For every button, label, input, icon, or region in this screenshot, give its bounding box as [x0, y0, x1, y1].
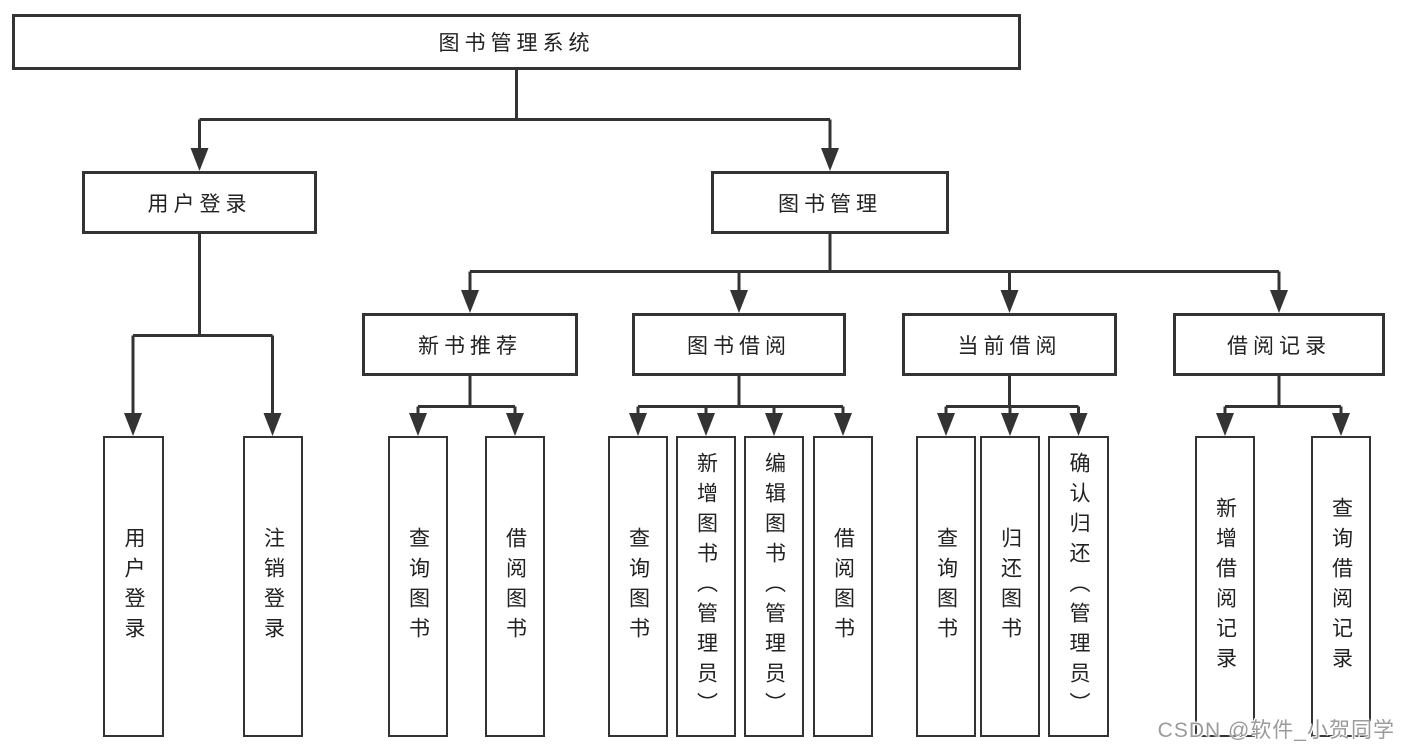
- connector-borrow-records-children: [1223, 376, 1343, 414]
- node-book-borrow: 图书借阅: [632, 313, 846, 376]
- leaf-nbr-query-books: 查询图书: [388, 436, 448, 737]
- arrowhead-icon: [409, 413, 427, 436]
- node-label: 编辑图书（管理员）: [762, 451, 786, 722]
- arrowhead-icon: [1000, 290, 1019, 313]
- connector-user-login-children: [131, 234, 274, 414]
- connector-book-borrow-children: [636, 376, 845, 414]
- leaf-cb-confirm-return-admin: 确认归还（管理员）: [1048, 436, 1109, 737]
- leaf-br-query-record: 查询借阅记录: [1311, 436, 1371, 737]
- arrowhead-icon: [1069, 413, 1088, 436]
- connector-line: [131, 234, 274, 414]
- node-new-book-recommend: 新书推荐: [362, 313, 578, 376]
- leaf-bb-edit-books-admin: 编辑图书（管理员）: [744, 436, 804, 737]
- connector-line: [944, 376, 1080, 414]
- node-label: 新增借阅记录: [1213, 496, 1237, 677]
- node-label: 新增图书（管理员）: [694, 451, 718, 722]
- node-root-library-system: 图书管理系统: [12, 14, 1021, 70]
- connector-root-to-level2: [198, 70, 832, 149]
- connector-line: [198, 70, 832, 149]
- connector-new-book-rec-children: [416, 376, 517, 414]
- leaf-bb-borrow-books: 借阅图书: [813, 436, 873, 737]
- node-label: 用户登录: [122, 526, 145, 647]
- node-book-management: 图书管理: [711, 171, 949, 234]
- connector-line: [416, 376, 517, 414]
- node-label: 确认归还（管理员）: [1067, 451, 1090, 722]
- node-label: 当前借阅: [957, 334, 1062, 358]
- arrowhead-icon: [124, 413, 142, 436]
- node-label: 图书管理: [778, 192, 882, 216]
- arrowhead-icon: [834, 413, 852, 436]
- arrowhead-icon: [1001, 413, 1019, 436]
- node-label: 借阅记录: [1227, 334, 1331, 358]
- connector-current-borrow-children: [944, 376, 1080, 414]
- watermark-text: CSDN @软件_小贺同学: [1157, 719, 1395, 742]
- node-user-login: 用户登录: [82, 171, 317, 234]
- node-label: 查询图书: [934, 526, 958, 647]
- node-label: 图书管理系统: [438, 32, 595, 55]
- node-label: 注销登录: [261, 526, 285, 647]
- node-label: 借阅图书: [503, 526, 527, 647]
- arrowhead-icon: [190, 148, 209, 171]
- arrowhead-icon: [461, 290, 479, 313]
- node-label: 查询图书: [406, 526, 430, 647]
- arrowhead-icon: [1216, 413, 1234, 436]
- arrowhead-icon: [821, 148, 839, 171]
- node-label: 用户登录: [147, 192, 252, 216]
- arrowhead-icon: [506, 413, 524, 436]
- leaf-bb-add-books-admin: 新增图书（管理员）: [676, 436, 736, 737]
- leaf-nbr-borrow-books: 借阅图书: [485, 436, 545, 737]
- leaf-logout: 注销登录: [243, 436, 303, 737]
- node-label: 图书借阅: [687, 334, 791, 358]
- arrowhead-icon: [697, 413, 715, 436]
- connector-line: [1223, 376, 1343, 414]
- leaf-br-add-record: 新增借阅记录: [1195, 436, 1255, 737]
- leaf-bb-query-books: 查询图书: [608, 436, 668, 737]
- arrowhead-icon: [629, 413, 647, 436]
- node-borrow-records: 借阅记录: [1173, 313, 1385, 376]
- arrowhead-icon: [1270, 290, 1288, 313]
- leaf-cb-return-books: 归还图书: [980, 436, 1040, 737]
- node-label: 归还图书: [998, 526, 1022, 647]
- connector-line: [636, 376, 845, 414]
- arrowhead-icon: [730, 290, 748, 313]
- leaf-user-login: 用户登录: [103, 436, 164, 737]
- arrowhead-icon: [263, 413, 282, 436]
- node-label: 查询图书: [626, 526, 650, 647]
- connector-book-mgmt-children: [468, 234, 1281, 291]
- connector-line: [468, 234, 1281, 291]
- arrowhead-icon: [1332, 413, 1350, 436]
- node-label: 查询借阅记录: [1329, 496, 1353, 677]
- leaf-cb-query-books: 查询图书: [916, 436, 976, 737]
- arrowhead-icon: [765, 413, 783, 436]
- arrowhead-icon: [937, 413, 955, 436]
- node-label: 新书推荐: [418, 334, 522, 358]
- node-label: 借阅图书: [831, 526, 855, 647]
- node-current-borrow: 当前借阅: [902, 313, 1117, 376]
